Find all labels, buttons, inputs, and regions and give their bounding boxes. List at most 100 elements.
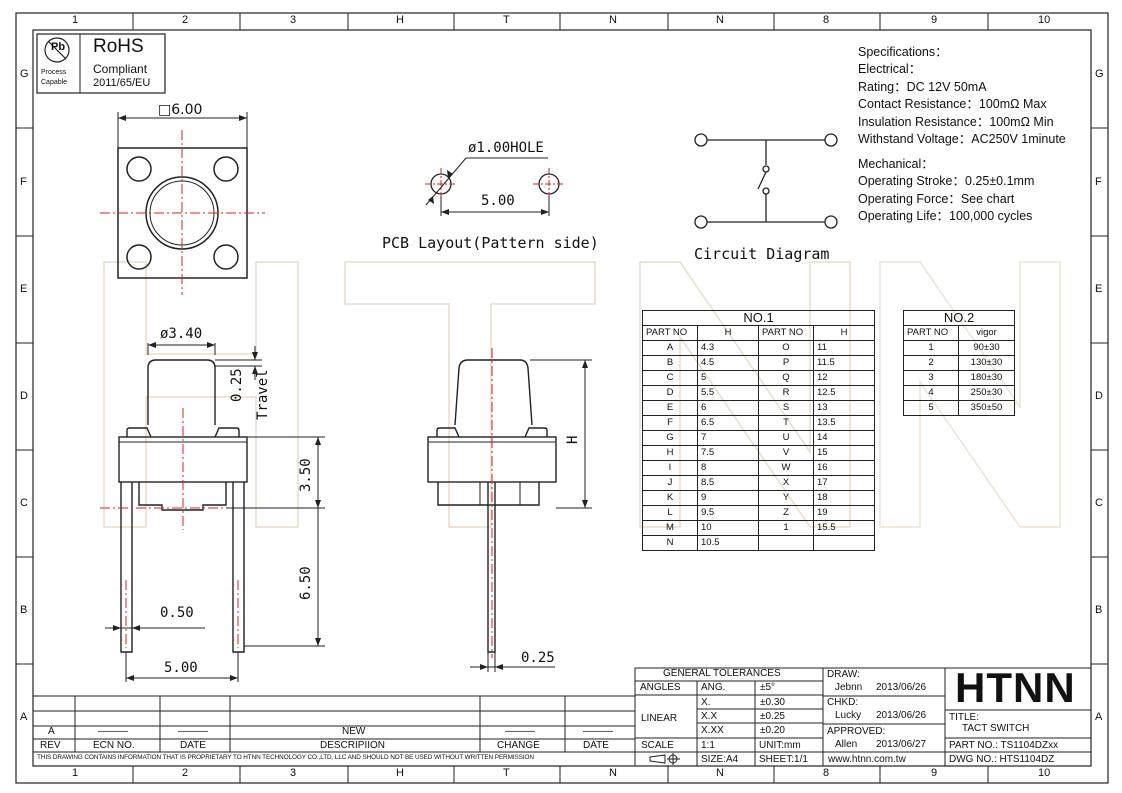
part-no-cell: H	[642, 445, 698, 461]
height-table-title: NO.1	[642, 310, 875, 326]
rev-description: NEW	[342, 726, 366, 737]
zone-col-9-bottom: 9	[931, 767, 938, 779]
scale-value: 1:1	[701, 740, 715, 751]
date2-header: DATE	[583, 740, 609, 751]
height-cell: 5.5	[697, 385, 759, 401]
rev-dash-change: ———	[505, 726, 535, 737]
height-cell: 6.5	[697, 415, 759, 431]
part-no-cell: F	[642, 415, 698, 431]
zone-col-8: 8	[823, 14, 830, 26]
height-cell: 15.5	[813, 520, 875, 536]
height-cell: 5	[697, 370, 759, 386]
description-header: DESCRIPIION	[320, 740, 386, 751]
part-number: PART NO.: TS1104DZxx	[949, 740, 1059, 751]
height-cell	[813, 535, 875, 551]
height-cell: 15	[813, 445, 875, 461]
body-height-dim: 3.50	[298, 458, 314, 492]
rohs-title: RoHS	[93, 36, 144, 57]
zone-col-10-bottom: 10	[1038, 767, 1051, 779]
part-no-cell: A	[642, 340, 698, 356]
zone-row-d-right: D	[1095, 390, 1103, 402]
unit-value: UNIT:mm	[759, 740, 801, 751]
rev-dash-date2: ———	[583, 726, 613, 737]
travel-dim: 0.25	[229, 368, 245, 402]
zone-col-9: 9	[931, 14, 938, 26]
height-cell: 8	[697, 460, 759, 476]
circuit-diagram	[694, 133, 838, 229]
height-table-header: PART NO	[642, 325, 698, 341]
tol-x3-label: X.XX	[701, 725, 724, 736]
pin-pitch-dim: 5.00	[164, 660, 198, 676]
height-cell: 7.5	[697, 445, 759, 461]
zone-col-6-bottom: N	[609, 767, 617, 779]
height-cell: 7	[697, 430, 759, 446]
outer-frame	[15, 12, 1109, 784]
approved-date: 2013/06/27	[876, 739, 927, 750]
spec-operating-life: Operating Life：100,000 cycles	[858, 209, 1033, 223]
tol-ang-value: ±5°	[760, 682, 776, 693]
title-label: TITLE:	[949, 712, 980, 723]
zone-row-b-right: B	[1095, 604, 1103, 616]
height-cell: 10.5	[697, 535, 759, 551]
zone-col-4: H	[396, 14, 404, 26]
height-cell: 13	[813, 400, 875, 416]
pb-icon	[44, 37, 70, 63]
size-value: SIZE:A4	[701, 754, 739, 765]
vigor-cell: 250±30	[958, 385, 1015, 401]
part-no-cell: R	[758, 385, 814, 401]
rev-dash-date: ———	[178, 726, 208, 737]
part-no-cell: Q	[758, 370, 814, 386]
height-cell: 12	[813, 370, 875, 386]
pin-length-dim: 6.50	[298, 566, 314, 600]
part-no-cell: 1	[903, 340, 959, 356]
part-no-cell: 2	[903, 355, 959, 371]
part-no-cell: Y	[758, 490, 814, 506]
height-cell: 9.5	[697, 505, 759, 521]
part-no-cell: J	[642, 475, 698, 491]
tol-linear-label: LINEAR	[641, 713, 678, 724]
htnn-logo: HTNN	[955, 664, 1076, 711]
height-table-header: PART NO	[758, 325, 814, 341]
height-cell: 4.5	[697, 355, 759, 371]
part-no-cell: M	[642, 520, 698, 536]
zone-col-7: N	[716, 14, 724, 26]
side-pin-width-dim: 0.25	[521, 650, 555, 666]
circuit-diagram-caption: Circuit Diagram	[694, 245, 830, 263]
scale-label: SCALE	[641, 740, 674, 751]
zone-row-c-right: C	[1095, 497, 1103, 509]
zone-col-4-bottom: H	[396, 767, 404, 779]
title-block-grid	[33, 667, 1092, 767]
spec-contact-resistance: Contact Resistance：100mΩ Max	[858, 97, 1047, 111]
title-value: TACT SWITCH	[962, 723, 1030, 734]
zone-row-b: B	[20, 604, 28, 616]
part-no-cell: S	[758, 400, 814, 416]
spec-insulation-resistance: Insulation Resistance：100mΩ Min	[858, 115, 1054, 129]
force-table-header: vigor	[958, 325, 1015, 341]
inner-frame	[32, 29, 1092, 767]
part-no-cell: D	[642, 385, 698, 401]
tol-angles-label: ANGLES	[640, 682, 681, 693]
tol-x3-value: ±0.20	[760, 725, 785, 736]
force-table-header: PART NO	[903, 325, 959, 341]
approved-name: Allen	[835, 739, 858, 750]
part-no-cell: G	[642, 430, 698, 446]
spec-operating-stroke: Operating Stroke：0.25±0.1mm	[858, 174, 1035, 188]
zone-col-7-bottom: N	[716, 767, 724, 779]
part-no-cell: 5	[903, 400, 959, 416]
part-no-cell: P	[758, 355, 814, 371]
part-no-cell: N	[642, 535, 698, 551]
height-cell: 10	[697, 520, 759, 536]
height-cell: 8.5	[697, 475, 759, 491]
pcb-hole-dim: ø1.00HOLE	[468, 140, 544, 156]
